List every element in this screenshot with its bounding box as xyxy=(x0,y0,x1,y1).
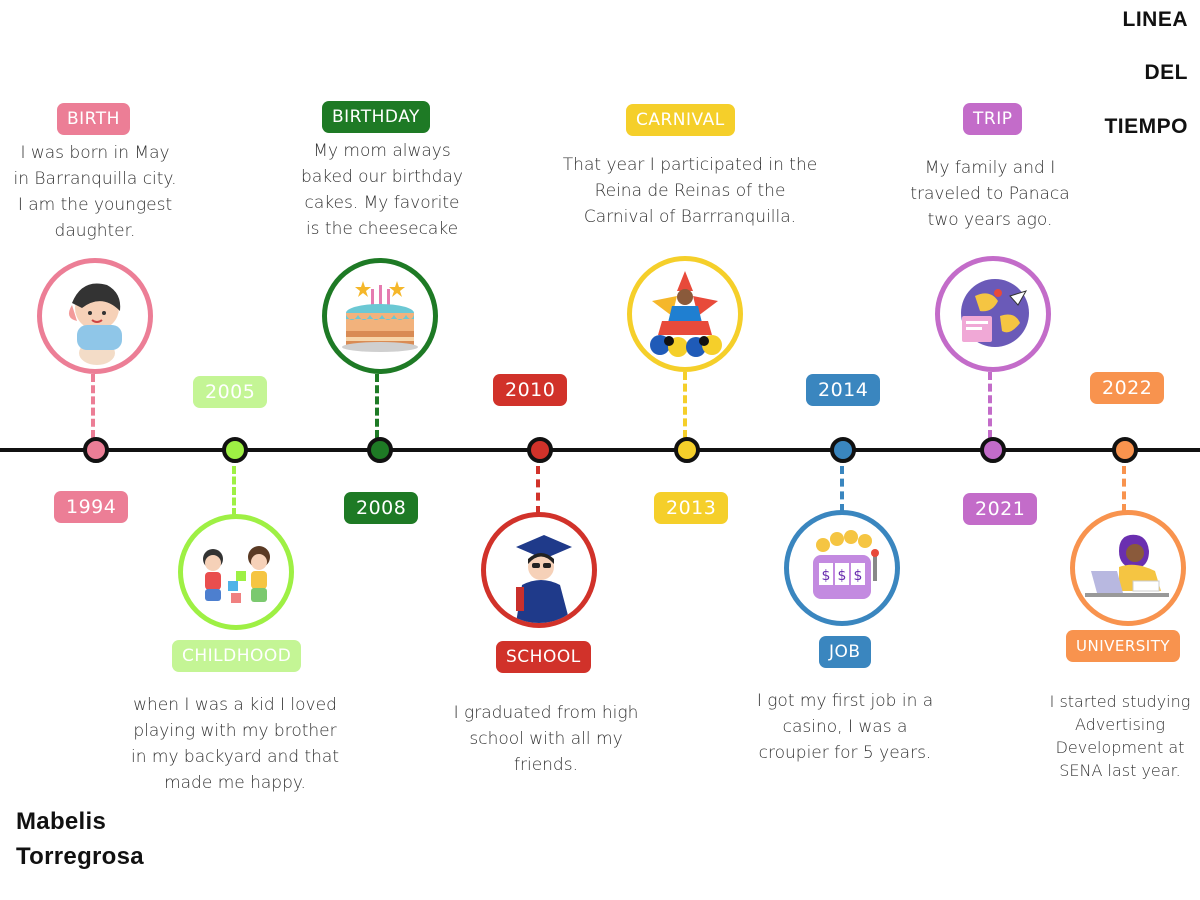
year-school: 2010 xyxy=(493,374,568,406)
label-childhood: CHILDHOOD xyxy=(172,640,302,672)
graduate-icon xyxy=(481,512,597,628)
label-carnival: CARNIVAL xyxy=(626,104,735,136)
connector-school xyxy=(536,466,540,514)
label-job: JOB xyxy=(819,636,871,668)
year-university: 2022 xyxy=(1090,372,1165,404)
connector-job xyxy=(840,466,844,512)
title-linea: LINEA xyxy=(1122,8,1188,31)
cake-icon xyxy=(322,258,438,374)
svg-text:$: $ xyxy=(854,568,863,584)
connector-university xyxy=(1122,466,1126,512)
slot-machine-icon: $ $ $ xyxy=(784,510,900,626)
svg-text:$: $ xyxy=(822,568,831,584)
title-del: DEL xyxy=(1144,61,1188,84)
label-school: SCHOOL xyxy=(496,641,591,673)
connector-birth xyxy=(91,374,95,438)
year-childhood: 2005 xyxy=(193,376,268,408)
carnival-dancer-icon xyxy=(627,256,743,372)
dot-job xyxy=(830,437,856,463)
title-tiempo: TIEMPO xyxy=(1104,115,1188,138)
year-job: 2014 xyxy=(806,374,881,406)
label-birthday: BIRTHDAY xyxy=(322,101,430,133)
label-university: UNIVERSITY xyxy=(1066,630,1181,662)
svg-text:$: $ xyxy=(838,568,847,584)
year-birthday: 2008 xyxy=(344,492,419,524)
connector-carnival xyxy=(683,372,687,438)
label-trip: TRIP xyxy=(963,103,1023,135)
connector-trip xyxy=(988,372,992,438)
year-carnival: 2013 xyxy=(654,492,729,524)
author-last-name: Torregrosa xyxy=(16,843,144,870)
kids-playing-icon xyxy=(178,514,294,630)
globe-travel-icon xyxy=(935,256,1051,372)
timeline-axis xyxy=(0,448,1200,452)
dot-childhood xyxy=(222,437,248,463)
dot-carnival xyxy=(674,437,700,463)
dot-birth xyxy=(83,437,109,463)
author-first-name: Mabelis xyxy=(16,808,107,835)
dot-trip xyxy=(980,437,1006,463)
connector-childhood xyxy=(232,466,236,516)
connector-birthday xyxy=(375,374,379,438)
dot-school xyxy=(527,437,553,463)
student-laptop-icon xyxy=(1070,510,1186,626)
dot-university xyxy=(1112,437,1138,463)
baby-icon xyxy=(37,258,153,374)
label-birth: BIRTH xyxy=(57,103,130,135)
year-trip: 2021 xyxy=(963,493,1038,525)
dot-birthday xyxy=(367,437,393,463)
year-birth: 1994 xyxy=(54,491,129,523)
